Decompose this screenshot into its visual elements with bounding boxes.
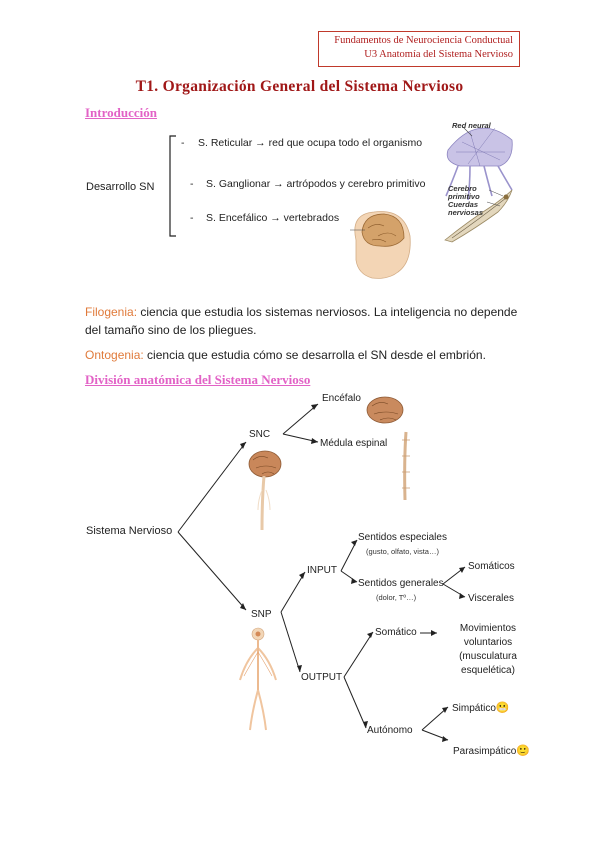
sentidos-generales-note: (dolor, Tº…) — [376, 593, 417, 602]
page-title: T1. Organización General del Sistema Ner… — [135, 78, 464, 95]
child-head-brain-illustration — [350, 211, 411, 279]
node-autonomo: Autónomo — [367, 725, 413, 736]
parasimpatico-label: Parasimpático — [453, 746, 517, 757]
header-course: Fundamentos de Neurociencia Conductual — [334, 35, 513, 46]
intro-bullet-dash: - — [190, 178, 194, 190]
node-simpatico: Simpático😬 — [452, 701, 510, 714]
node-sistema-nervioso: Sistema Nervioso — [86, 525, 173, 537]
intro-item-encefalico: S. Encefálico → vertebrados — [206, 212, 340, 224]
ontogenia-term: Ontogenia: — [85, 348, 144, 362]
node-output: OUTPUT — [301, 672, 343, 683]
node-parasimpatico: Parasimpático🙂 — [453, 744, 530, 757]
filogenia-paragraph: Filogenia: ciencia que estudia los siste… — [85, 303, 525, 339]
ontogenia-text: ciencia que estudia cómo se desarrolla e… — [143, 348, 486, 362]
mov-line: (musculatura — [459, 651, 517, 662]
sentidos-especiales-note: (gusto, olfato, vista…) — [366, 547, 439, 556]
mov-line: voluntarios — [463, 637, 513, 648]
smile-emoji-icon: 🙂 — [516, 745, 531, 757]
header-unit: U3 Anatomía del Sistema Nervioso — [364, 49, 513, 60]
intro-bullet-dash: - — [190, 212, 194, 224]
snc-brain-spinal-illustration — [248, 450, 282, 531]
intro-bullet-dash: - — [181, 137, 185, 149]
header-box: Fundamentos de Neurociencia Conductual U… — [318, 31, 520, 67]
fig-label-cerebro: Cerebro — [448, 184, 477, 193]
movimientos-voluntarios-text: Movimientos voluntarios (musculatura esq… — [440, 622, 536, 678]
snp-body-illustration — [239, 627, 277, 731]
fig-label-primitivo: primitivo — [448, 192, 480, 201]
node-medula-espinal: Médula espinal — [320, 438, 388, 449]
desarrollo-sn-label: Desarrollo SN — [86, 181, 155, 193]
node-snp: SNP — [251, 609, 272, 620]
node-somatico: Somático — [375, 627, 417, 638]
filogenia-text: ciencia que estudia los sistemas nervios… — [85, 305, 518, 337]
node-sentidos-generales: Sentidos generales — [358, 578, 444, 589]
section-heading-division: División anatómica del Sistema Nervioso — [85, 372, 311, 387]
filogenia-term: Filogenia: — [85, 305, 138, 319]
intro-item-reticular: S. Reticular → red que ocupa todo el org… — [198, 137, 423, 149]
jellyfish-illustration — [445, 126, 513, 201]
medula-spinal-illustration — [402, 431, 410, 501]
fig-label-red-neural: Red neural — [452, 121, 491, 130]
fig-label-nerviosas: nerviosas — [448, 208, 484, 217]
node-sentidos-especiales: Sentidos especiales — [358, 532, 447, 543]
ontogenia-paragraph: Ontogenia: ciencia que estudia cómo se d… — [85, 346, 525, 364]
node-viscerales: Viscerales — [468, 593, 514, 604]
grimace-emoji-icon: 😬 — [495, 702, 510, 714]
mov-line: Movimientos — [459, 623, 517, 634]
node-somaticos: Somáticos — [468, 561, 515, 572]
simpatico-label: Simpático — [452, 703, 496, 714]
fig-label-cuerdas: Cuerdas — [448, 200, 479, 209]
node-encefalo: Encéfalo — [322, 393, 361, 404]
primitive-organism-illustration — [444, 189, 513, 243]
section-heading-introduccion: Introducción — [85, 105, 157, 120]
node-snc: SNC — [249, 429, 271, 440]
encefalo-brain-illustration — [366, 396, 404, 424]
mov-line: esquelética) — [461, 665, 515, 676]
node-input: INPUT — [307, 565, 337, 576]
intro-item-ganglionar: S. Ganglionar → artrópodos y cerebro pri… — [206, 178, 426, 190]
